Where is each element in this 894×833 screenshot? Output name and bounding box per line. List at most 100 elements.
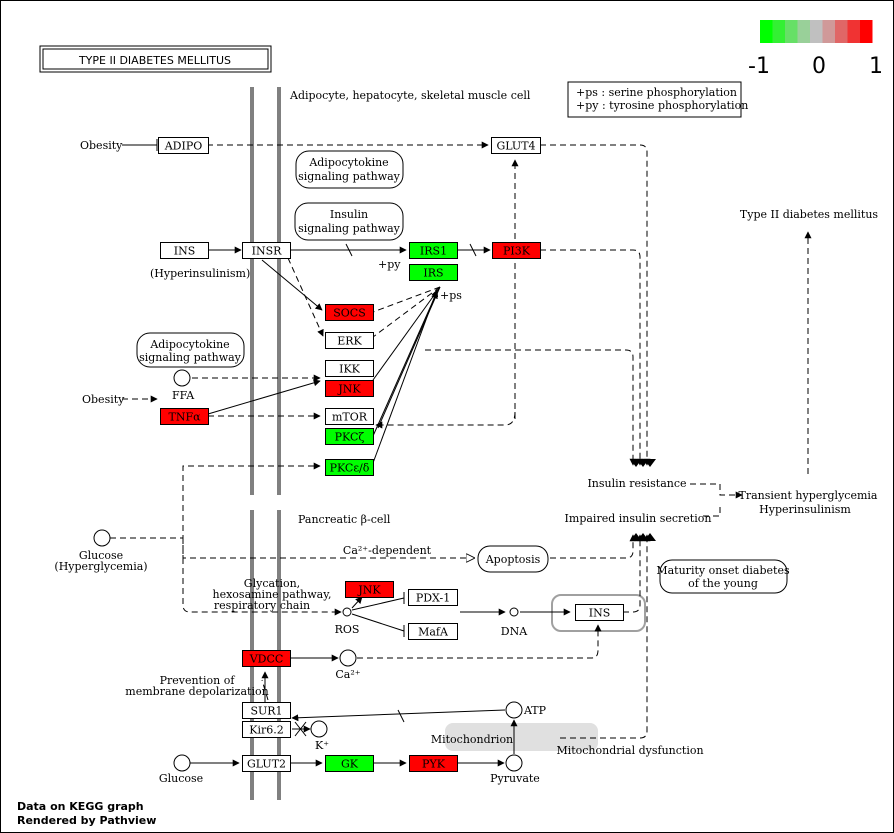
gene-node-mafa[interactable]: MafA <box>408 623 458 640</box>
svg-text:signaling pathway: signaling pathway <box>298 170 401 183</box>
impaired-secretion-label: Impaired insulin secretion <box>565 512 712 525</box>
gene-label: PDX-1 <box>416 592 450 605</box>
svg-text:signaling pathway: signaling pathway <box>139 351 242 364</box>
k-compound <box>310 720 328 738</box>
svg-text:Insulin: Insulin <box>330 208 368 221</box>
gene-label: PKCζ <box>335 431 365 444</box>
gene-box <box>242 702 291 719</box>
legend-swatch <box>810 20 823 43</box>
legend-swatch <box>822 20 835 43</box>
gene-node-kir62[interactable]: Kir6.2 <box>242 721 291 738</box>
gene-node-erk[interactable]: ERK <box>325 332 374 349</box>
gene-box <box>242 242 291 259</box>
gene-label: ERK <box>337 335 362 348</box>
gene-node-tnfa[interactable]: TNFα <box>160 408 209 425</box>
legend-swatch <box>797 20 810 43</box>
atp-compound <box>505 701 523 719</box>
ca2-label: Ca²⁺ <box>335 668 360 681</box>
pathway-link-insulin[interactable]: Insulin signaling pathway <box>294 202 404 241</box>
mito-dysfunction-label: Mitochondrial dysfunction <box>556 744 703 757</box>
svg-text:Adipocytokine: Adipocytokine <box>308 156 388 169</box>
gene-label: GLUT2 <box>247 758 286 771</box>
pathway-link-adipocytokine-top[interactable]: Adipocytokine signaling pathway <box>295 150 404 189</box>
glycation-label-3: respiratory chain <box>214 599 310 612</box>
gene-box <box>325 360 374 377</box>
color-legend <box>760 20 873 43</box>
gene-label: INS <box>174 245 196 258</box>
py-label: +py <box>378 258 401 271</box>
ros-compound <box>342 607 352 617</box>
ffa-label: FFA <box>172 389 195 402</box>
pathway-link-adipocytokine-bottom[interactable]: Adipocytokine signaling pathway <box>136 332 245 368</box>
glucose-compound <box>173 754 191 772</box>
ffa-compound <box>173 369 191 387</box>
legend-swatch <box>847 20 860 43</box>
apoptosis-box[interactable]: Apoptosis <box>477 545 549 573</box>
gene-node-adipo[interactable]: ADIPO <box>158 137 209 154</box>
gene-node-sur1[interactable]: SUR1 <box>242 702 291 719</box>
gene-node-jnk2[interactable]: JNK <box>345 581 394 598</box>
t2d-label: Type II diabetes mellitus <box>740 208 879 221</box>
gene-label: MafA <box>418 626 449 639</box>
gene-node-glut2[interactable]: GLUT2 <box>242 755 291 772</box>
dna-compound <box>509 607 519 617</box>
ca-dependent-label: Ca²⁺-dependent <box>343 544 432 557</box>
gene-node-socs[interactable]: SOCS <box>325 304 374 321</box>
gene-label: PI3K <box>503 245 531 258</box>
gene-node-mtor[interactable]: mTOR <box>325 408 374 425</box>
svg-text:signaling pathway: signaling pathway <box>298 222 401 235</box>
pyruvate-label: Pyruvate <box>490 772 540 785</box>
gene-node-ikk[interactable]: IKK <box>325 360 374 377</box>
gene-node-pdx1[interactable]: PDX-1 <box>408 589 458 606</box>
mitochondrion-region <box>445 723 598 751</box>
gene-node-vdcc[interactable]: VDCC <box>242 650 291 667</box>
gene-node-ins_b[interactable]: INS <box>575 604 624 621</box>
gene-node-irs1[interactable]: IRS1 <box>409 242 458 259</box>
gene-node-irs[interactable]: IRS <box>409 264 458 281</box>
hyperinsulinism-label: (Hyperinsulinism) <box>150 267 250 280</box>
gene-node-pkced[interactable]: PKCε/δ <box>325 459 374 476</box>
gene-node-pkcz[interactable]: PKCζ <box>325 428 374 445</box>
mody-box[interactable]: Maturity onset diabetes of the young <box>656 559 790 594</box>
gene-node-insr[interactable]: INSR <box>242 242 291 259</box>
gene-label: GLUT4 <box>496 140 535 153</box>
gene-box <box>160 242 209 259</box>
glucose-hyper-label-2: (Hyperglycemia) <box>54 560 147 573</box>
legend-swatch <box>772 20 785 43</box>
gene-node-pi3k[interactable]: PI3K <box>492 242 541 259</box>
gene-label: IKK <box>339 363 361 376</box>
gene-label: TNFα <box>168 411 201 424</box>
k-label: K⁺ <box>315 739 329 752</box>
gene-node-pyk[interactable]: PYK <box>409 755 458 772</box>
gene-label: IRS <box>423 267 443 280</box>
transient-label-2: Hyperinsulinism <box>759 503 851 516</box>
gene-node-glut4[interactable]: GLUT4 <box>491 137 541 154</box>
legend-tick-max: 1 <box>869 54 883 79</box>
gene-box <box>491 137 541 154</box>
gene-box <box>345 581 394 598</box>
obesity-label-top: Obesity <box>80 139 123 152</box>
compounds <box>93 369 523 772</box>
gene-box <box>242 755 291 772</box>
gene-label: IRS1 <box>420 245 447 258</box>
mitochondrion-label: Mitochondrion <box>431 733 513 746</box>
gene-box <box>409 755 458 772</box>
labels: Adipocyte, hepatocyte, skeletal muscle c… <box>17 89 878 827</box>
gene-box <box>492 242 541 259</box>
legend-tick-mid: 0 <box>812 54 826 79</box>
gene-box <box>158 137 209 154</box>
footer-line-2: Rendered by Pathview <box>17 814 156 827</box>
gene-node-jnk1[interactable]: JNK <box>325 380 374 397</box>
ca2-compound <box>339 649 357 667</box>
gene-box <box>409 242 458 259</box>
gene-node-gk[interactable]: GK <box>325 755 374 772</box>
gene-box <box>409 264 458 281</box>
gene-label: INSR <box>252 245 283 258</box>
diagram-title: TYPE II DIABETES MELLITUS <box>78 54 231 67</box>
gene-node-ins_top[interactable]: INS <box>160 242 209 259</box>
prevention-label-1: Prevention of <box>160 674 236 687</box>
diagram-title-box: TYPE II DIABETES MELLITUS <box>39 45 272 73</box>
